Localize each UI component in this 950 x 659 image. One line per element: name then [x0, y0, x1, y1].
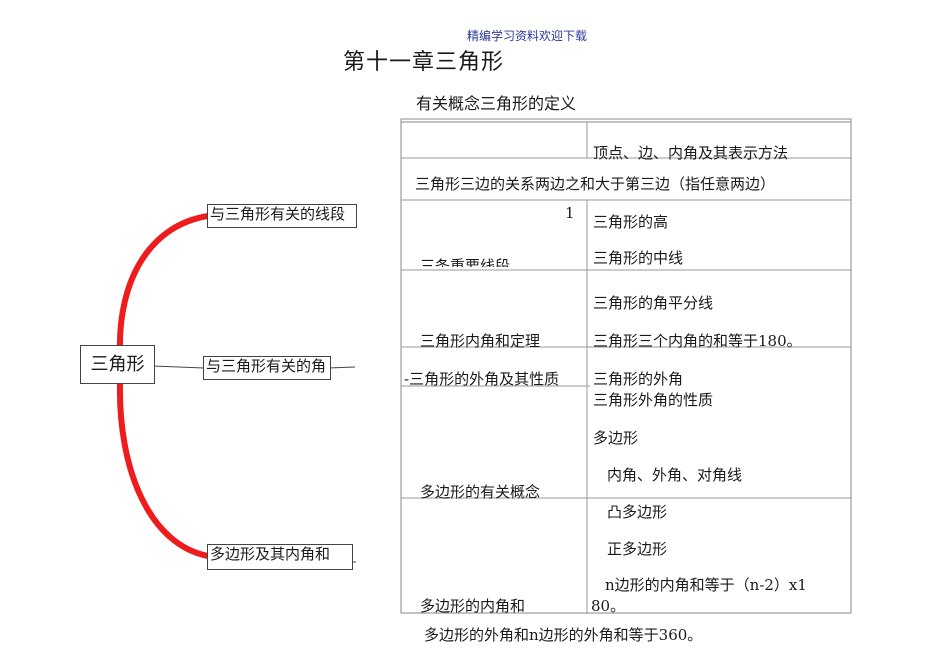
table-cell-polygon-concepts: 多边形的有关概念	[420, 483, 541, 501]
table-right-vertices: 顶点、边、内角及其表示方法	[593, 144, 789, 162]
table-cell-angle-sum: 三角形内角和定理	[420, 332, 541, 350]
table-right-angles-diagonals: 内角、外角、对角线	[607, 466, 743, 484]
table-right-regular-polygon: 正多边形	[607, 540, 668, 558]
table-right-interior-sum: n边形的内角和等于（n-2）x1	[605, 576, 807, 594]
footer-exterior-angle-sum: 多边形的外角和n边形的外角和等于360。	[424, 626, 703, 644]
table-cell-polygon-angle-sum: 多边形的内角和	[420, 597, 526, 615]
table-caption: 有关概念三角形的定义	[416, 94, 577, 113]
mindmap-root: 三角形	[80, 345, 155, 384]
branch-line-middle	[152, 365, 205, 369]
table-right-angle-sum: 三角形三个内角的和等于180。	[593, 332, 802, 350]
mindmap-branch-polygons: 多边形及其内角和	[207, 544, 353, 570]
table-row-triangle-sides: 三角形三边的关系两边之和大于第三边（指任意两边）	[415, 175, 776, 193]
branch-curve-bottom	[116, 379, 211, 559]
table-number: 1	[565, 204, 575, 222]
table-right-polygon: 多边形	[593, 429, 639, 447]
header-note: 精编学习资料欢迎下载	[467, 29, 588, 43]
concept-table	[400, 118, 852, 614]
table-right-exterior-property: 三角形外角的性质	[593, 391, 714, 409]
table-right-bisector: 三角形的角平分线	[593, 294, 714, 312]
page-title: 第十一章三角形	[343, 50, 505, 75]
table-cell-three-segments: 三条重要线段	[420, 257, 511, 267]
table-right-median: 三角形的中线	[593, 249, 684, 267]
table-right-exterior-angle: 三角形的外角	[593, 370, 684, 388]
table-right-interior-sum-cont: 80。	[591, 597, 626, 615]
table-right-altitude: 三角形的高	[593, 213, 669, 231]
mindmap-branch-segments: 与三角形有关的线段	[207, 204, 357, 228]
table-right-convex-polygon: 凸多边形	[607, 503, 668, 521]
table-cell-exterior-angle: -三角形的外角及其性质	[404, 370, 560, 388]
mindmap-branch-angles: 与三角形有关的角	[203, 356, 331, 380]
branch-line-middle-tail	[327, 366, 356, 369]
branch-curve-top	[116, 213, 211, 355]
